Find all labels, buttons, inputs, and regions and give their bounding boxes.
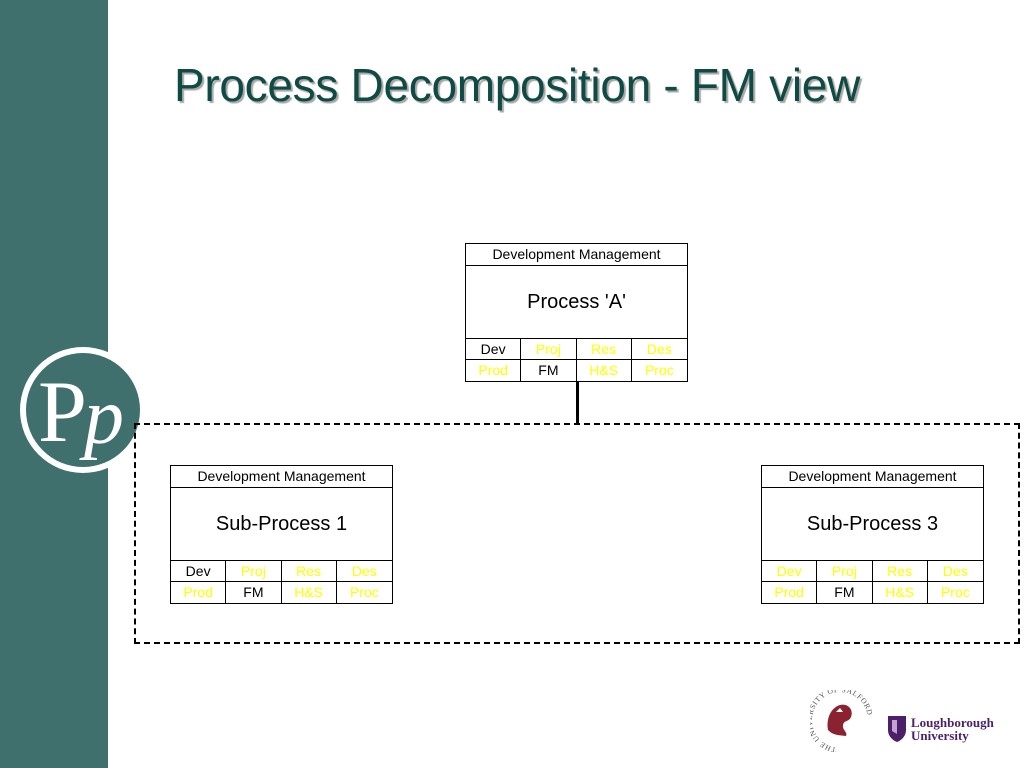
decomposition-boundary xyxy=(134,423,1020,644)
sub-process-1-box: Development Management Sub-Process 1 Dev… xyxy=(170,465,393,604)
cell-prod: Prod xyxy=(466,360,522,381)
cell-fm: FM xyxy=(817,582,873,603)
svg-text:p: p xyxy=(79,373,124,461)
process-a-box: Development Management Process 'A' Dev P… xyxy=(465,243,688,382)
university-logos: THE UNIVERSITY OF SALFORD Loughborough U… xyxy=(805,685,1010,755)
cell-des: Des xyxy=(336,561,392,582)
connector-line xyxy=(576,382,579,424)
svg-text:University: University xyxy=(911,728,969,743)
cell-fm: FM xyxy=(521,360,577,381)
box-header: Development Management xyxy=(762,466,983,488)
cell-proj: Proj xyxy=(521,339,577,360)
box-header: Development Management xyxy=(171,466,392,488)
sub-process-3-box: Development Management Sub-Process 3 Dev… xyxy=(761,465,984,604)
svg-text:P: P xyxy=(38,364,87,461)
cell-res: Res xyxy=(281,561,337,582)
cell-prod: Prod xyxy=(171,582,227,603)
cell-fm: FM xyxy=(226,582,282,603)
process-name: Process 'A' xyxy=(466,266,687,339)
cell-des: Des xyxy=(927,561,983,582)
cell-proc: Proc xyxy=(349,584,379,600)
function-grid: Dev Proj Res Des Prod FM H&S Proc xyxy=(171,561,392,603)
svg-text:Loughborough: Loughborough xyxy=(911,715,995,730)
cell-dev: Dev xyxy=(762,561,818,582)
pp-logo: P p xyxy=(18,345,148,475)
cell-des: Des xyxy=(631,339,687,360)
cell-dev: Dev xyxy=(171,561,227,582)
process-name: Sub-Process 1 xyxy=(171,488,392,561)
cell-dev: Dev xyxy=(466,339,522,360)
cell-proc: Proc xyxy=(644,362,674,378)
salford-crest-icon: THE UNIVERSITY OF SALFORD xyxy=(805,685,874,755)
loughborough-logo-icon: Loughborough University xyxy=(888,715,995,743)
function-grid: Dev Proj Res Des Prod FM H&S Proc xyxy=(762,561,983,603)
cell-proc: Proc xyxy=(940,584,970,600)
cell-res: Res xyxy=(872,561,928,582)
box-header: Development Management xyxy=(466,244,687,266)
cell-hs: H&S xyxy=(577,360,632,381)
cell-hs: H&S xyxy=(282,582,337,603)
cell-proj: Proj xyxy=(226,561,282,582)
slide-title: Process Decomposition - FM view xyxy=(174,59,861,111)
function-grid: Dev Proj Res Des Prod FM H&S Proc xyxy=(466,339,687,381)
cell-proj: Proj xyxy=(817,561,873,582)
process-name: Sub-Process 3 xyxy=(762,488,983,561)
cell-res: Res xyxy=(576,339,632,360)
cell-prod: Prod xyxy=(762,582,818,603)
cell-hs: H&S xyxy=(873,582,928,603)
